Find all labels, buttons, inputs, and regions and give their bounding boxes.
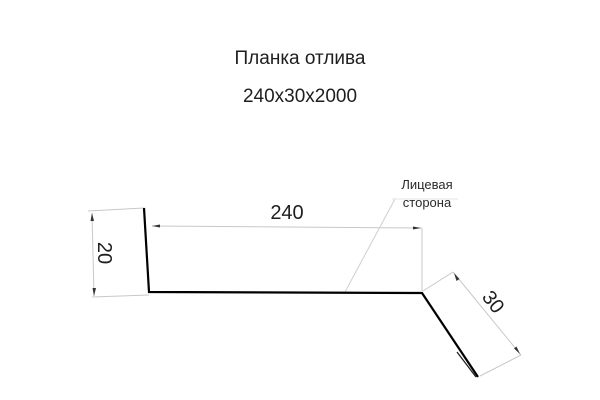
dimension-20-label: 20	[93, 242, 115, 264]
face-side-label-line2: сторона	[403, 195, 452, 210]
dimension-30	[422, 271, 522, 377]
leader-line	[344, 198, 396, 293]
dimension-30-arrows	[454, 273, 520, 354]
dimension-30-label: 30	[477, 287, 508, 318]
dimension-240	[151, 225, 423, 291]
dimension-240-label: 240	[270, 202, 303, 224]
face-side-label-line1: Лицевая	[401, 177, 452, 192]
profile-hem	[456, 351, 477, 378]
profile-outline	[142, 207, 479, 378]
dimension-20	[87, 207, 150, 298]
product-title: Планка отлива	[234, 48, 366, 69]
product-size: 240x30x2000	[242, 86, 358, 107]
dimension-240-arrows	[152, 224, 421, 230]
dimension-20-arrows	[90, 213, 96, 296]
